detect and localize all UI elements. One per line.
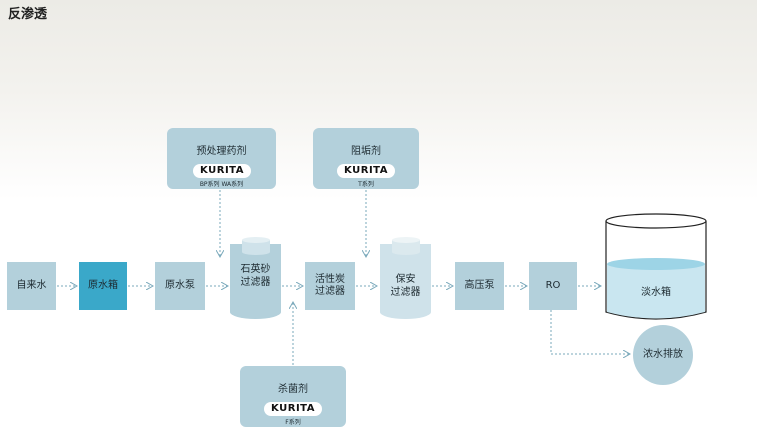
high-pressure-pump-box: 高压泵 (455, 262, 504, 310)
activated-carbon-filter-box: 活性炭 过滤器 (305, 262, 355, 310)
biocide-chemical-name: 杀菌剂 (278, 384, 308, 395)
tap-water-box: 自来水 (7, 262, 56, 310)
biocide-chemical-box: 杀菌剂 KURITA F系列 (240, 366, 346, 427)
concentrate-drain-label: 浓水排放 (643, 349, 683, 360)
security-filter-label-line2: 过滤器 (390, 286, 421, 298)
raw-water-tank-box: 原水箱 (79, 262, 127, 310)
tap-water-label: 自来水 (16, 279, 47, 291)
raw-water-pump-box: 原水泵 (155, 262, 205, 310)
kurita-brand-pill: KURITA (193, 164, 251, 178)
fresh-water-tank-label: 淡水箱 (641, 287, 671, 298)
raw-water-pump-label: 原水泵 (165, 279, 195, 291)
raw-water-tank-label: 原水箱 (88, 279, 118, 291)
ro-unit-label: RO (545, 279, 561, 291)
security-filter-label: 保安 过滤器 (380, 274, 431, 299)
antiscalant-chemical-name: 阻垢剂 (351, 146, 381, 157)
concentrate-drain-circle (633, 325, 693, 385)
activated-carbon-filter-label: 活性炭 过滤器 (315, 274, 345, 299)
kurita-brand-pill: KURITA (337, 164, 395, 178)
biocide-series: F系列 (285, 419, 301, 426)
sand-filter-cylinder (230, 237, 281, 319)
carbon-filter-label-line2: 过滤器 (315, 286, 345, 297)
pretreatment-chemical-name: 预处理药剂 (196, 146, 247, 157)
ro-unit-box: RO (529, 262, 577, 310)
carbon-filter-label-line1: 活性炭 (315, 273, 345, 285)
high-pressure-pump-label: 高压泵 (464, 279, 495, 291)
kurita-brand-pill: KURITA (264, 402, 322, 416)
pretreatment-chemical-box: 预处理药剂 KURITA BP系列 WA系列 (167, 128, 276, 189)
pretreatment-series: BP系列 WA系列 (199, 181, 244, 188)
antiscalant-series: T系列 (358, 181, 374, 188)
sand-filter-label-line1: 石英砂 (240, 264, 271, 275)
fresh-water-tank (605, 213, 707, 320)
antiscalant-chemical-box: 阻垢剂 KURITA T系列 (313, 128, 419, 189)
page-title: 反渗透 (8, 7, 48, 22)
sand-filter-label: 石英砂 过滤器 (230, 264, 281, 289)
security-filter-cylinder (380, 237, 431, 319)
security-filter-label-line1: 保安 (395, 274, 416, 285)
sand-filter-label-line2: 过滤器 (240, 276, 271, 288)
arrow-ro-to-drain (550, 310, 630, 354)
